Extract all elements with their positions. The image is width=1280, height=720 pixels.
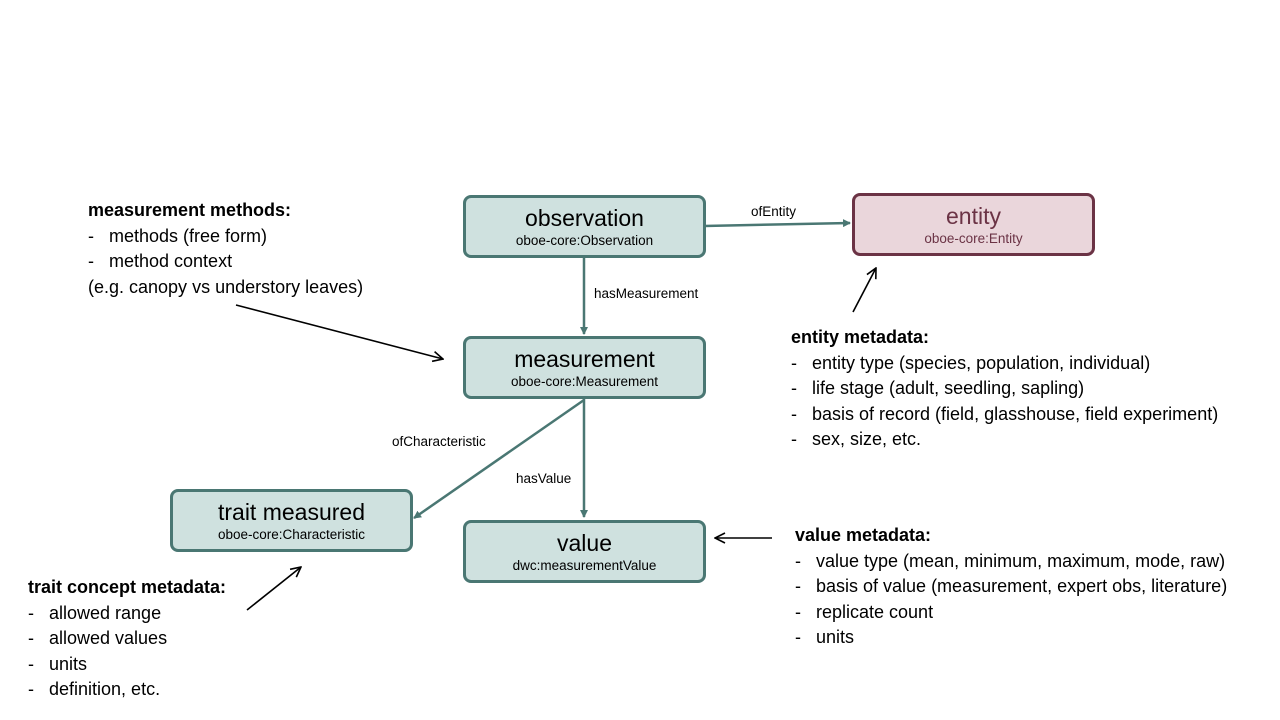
trait-measured-node: trait measured oboe-core:Characteristic <box>170 489 413 552</box>
edge-ofEntity-line <box>703 219 851 228</box>
measurement-methods-heading: measurement methods: <box>88 200 292 220</box>
list-item: -entity type (species, population, indiv… <box>791 352 1151 373</box>
measurement-title: measurement <box>514 346 655 372</box>
measurement-methods-annotation: measurement methods: -methods (free form… <box>88 198 363 300</box>
trait-concept-metadata-annotation: trait concept metadata: -allowed range -… <box>28 575 226 703</box>
list-item: -replicate count <box>795 601 934 622</box>
methods-pointer-arrow <box>235 304 443 359</box>
value-node: value dwc:measurementValue <box>463 520 706 583</box>
list-item: -sex, size, etc. <box>791 429 922 449</box>
list-item: -units <box>28 653 88 674</box>
trait-measured-title: trait measured <box>217 499 365 525</box>
entity-metadata-annotation: entity metadata: -entity type (species, … <box>791 325 1218 453</box>
edge-ofCharacteristic-line <box>413 398 585 520</box>
methods-note: (e.g. canopy vs understory leaves) <box>88 276 364 297</box>
entity-meta-pointer-arrow <box>852 268 876 313</box>
list-item: -value type (mean, minimum, maximum, mod… <box>795 550 1226 571</box>
trait-meta-pointer-arrow <box>246 567 301 611</box>
trait-concept-metadata-heading: trait concept metadata: <box>28 577 227 597</box>
value-title: value <box>557 530 612 556</box>
measurement-class: oboe-core:Measurement <box>510 374 659 389</box>
measurement-node: measurement oboe-core:Measurement <box>463 336 706 399</box>
edge-label-hasValue: hasValue <box>516 471 572 486</box>
list-item: -life stage (adult, seedling, sapling) <box>791 378 1085 398</box>
entity-title: entity <box>946 203 1001 229</box>
list-item: -allowed values <box>28 628 168 648</box>
edge-label-ofEntity: ofEntity <box>751 204 797 219</box>
entity-node: entity oboe-core:Entity <box>852 193 1095 256</box>
observation-node: observation oboe-core:Observation <box>463 195 706 258</box>
list-item: -method context <box>88 251 233 271</box>
entity-metadata-heading: entity metadata: <box>791 327 930 347</box>
list-item: -definition, etc. <box>28 679 161 699</box>
entity-class: oboe-core:Entity <box>924 231 1023 246</box>
observation-class: oboe-core:Observation <box>515 233 654 248</box>
list-item: -units <box>795 627 855 647</box>
observation-title: observation <box>525 205 644 231</box>
value-metadata-annotation: value metadata: -value type (mean, minim… <box>795 523 1227 651</box>
list-item: -basis of value (measurement, expert obs… <box>795 576 1228 596</box>
edge-label-ofCharacteristic: ofCharacteristic <box>392 434 486 449</box>
list-item: -basis of record (field, glasshouse, fie… <box>791 403 1219 424</box>
value-metadata-heading: value metadata: <box>795 525 932 545</box>
list-item: -methods (free form) <box>88 225 268 246</box>
edge-label-hasMeasurement: hasMeasurement <box>594 286 699 301</box>
value-class: dwc:measurementValue <box>512 558 657 573</box>
trait-measured-class: oboe-core:Characteristic <box>217 527 366 542</box>
list-item: -allowed range <box>28 602 162 623</box>
